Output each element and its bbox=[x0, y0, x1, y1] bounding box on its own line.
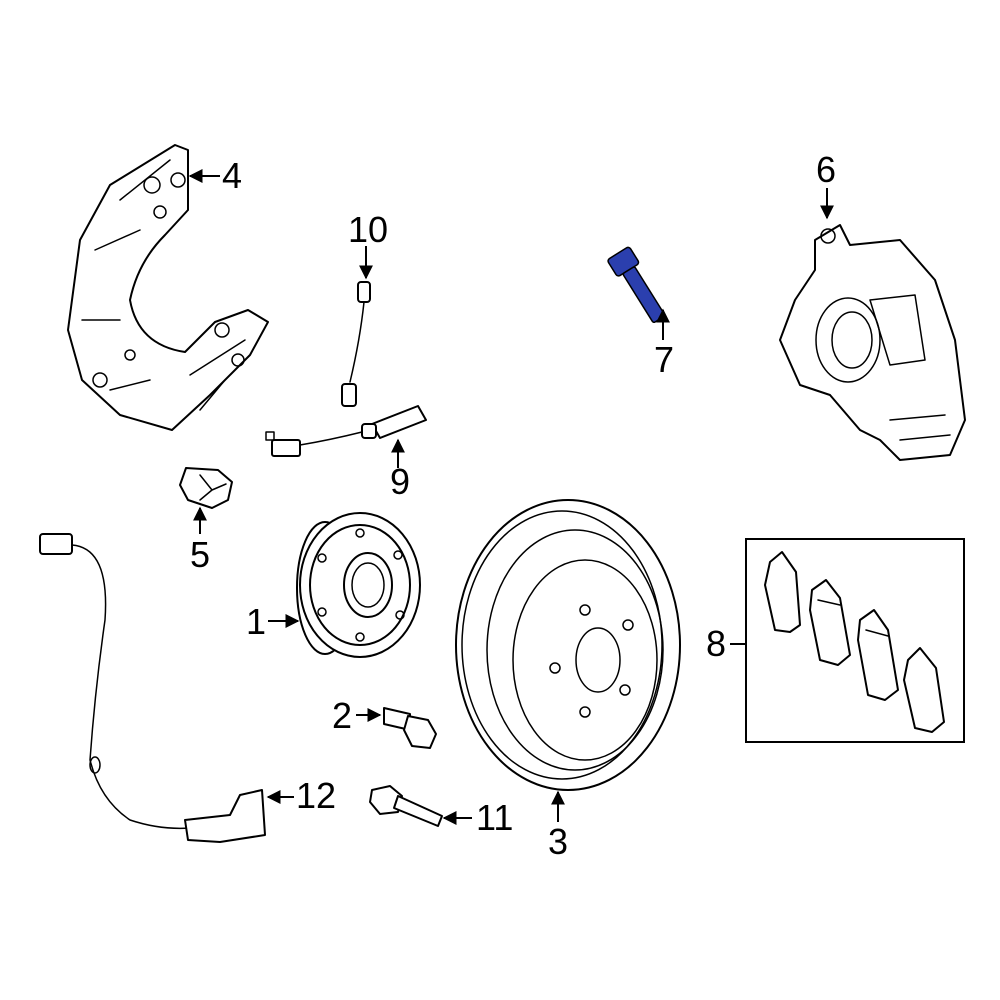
mounting-bolt-part-11[interactable] bbox=[369, 785, 443, 827]
callout-3[interactable]: 3 bbox=[548, 821, 568, 862]
callout-5[interactable]: 5 bbox=[190, 534, 210, 575]
callout-11[interactable]: 11 bbox=[476, 797, 513, 838]
caliper-bolt-part-7[interactable] bbox=[607, 246, 670, 326]
brake-pads-part-8[interactable] bbox=[745, 538, 965, 743]
callout-7[interactable]: 7 bbox=[654, 339, 674, 380]
wear-sensor-part-9[interactable] bbox=[265, 405, 427, 457]
callout-9[interactable]: 9 bbox=[390, 461, 410, 502]
brake-rotor-part-3[interactable] bbox=[455, 499, 681, 791]
callout-1[interactable]: 1 bbox=[246, 601, 266, 642]
caliper-part-6[interactable] bbox=[779, 224, 966, 461]
callout-10[interactable]: 10 bbox=[348, 209, 388, 250]
wear-sensor-part-10[interactable] bbox=[341, 281, 371, 407]
nut-part-5[interactable] bbox=[179, 467, 233, 509]
bolt-shank bbox=[622, 266, 666, 324]
callout-6[interactable]: 6 bbox=[816, 149, 836, 190]
callout-12[interactable]: 12 bbox=[296, 775, 336, 816]
abs-sensor-part-12[interactable] bbox=[39, 533, 266, 843]
callout-8[interactable]: 8 bbox=[706, 623, 726, 664]
splash-shield-part-4[interactable] bbox=[67, 144, 269, 431]
wheel-hub-part-1[interactable] bbox=[296, 512, 421, 658]
hub-bolt-part-2[interactable] bbox=[383, 707, 437, 749]
callout-2[interactable]: 2 bbox=[332, 695, 352, 736]
callout-4[interactable]: 4 bbox=[222, 155, 242, 196]
